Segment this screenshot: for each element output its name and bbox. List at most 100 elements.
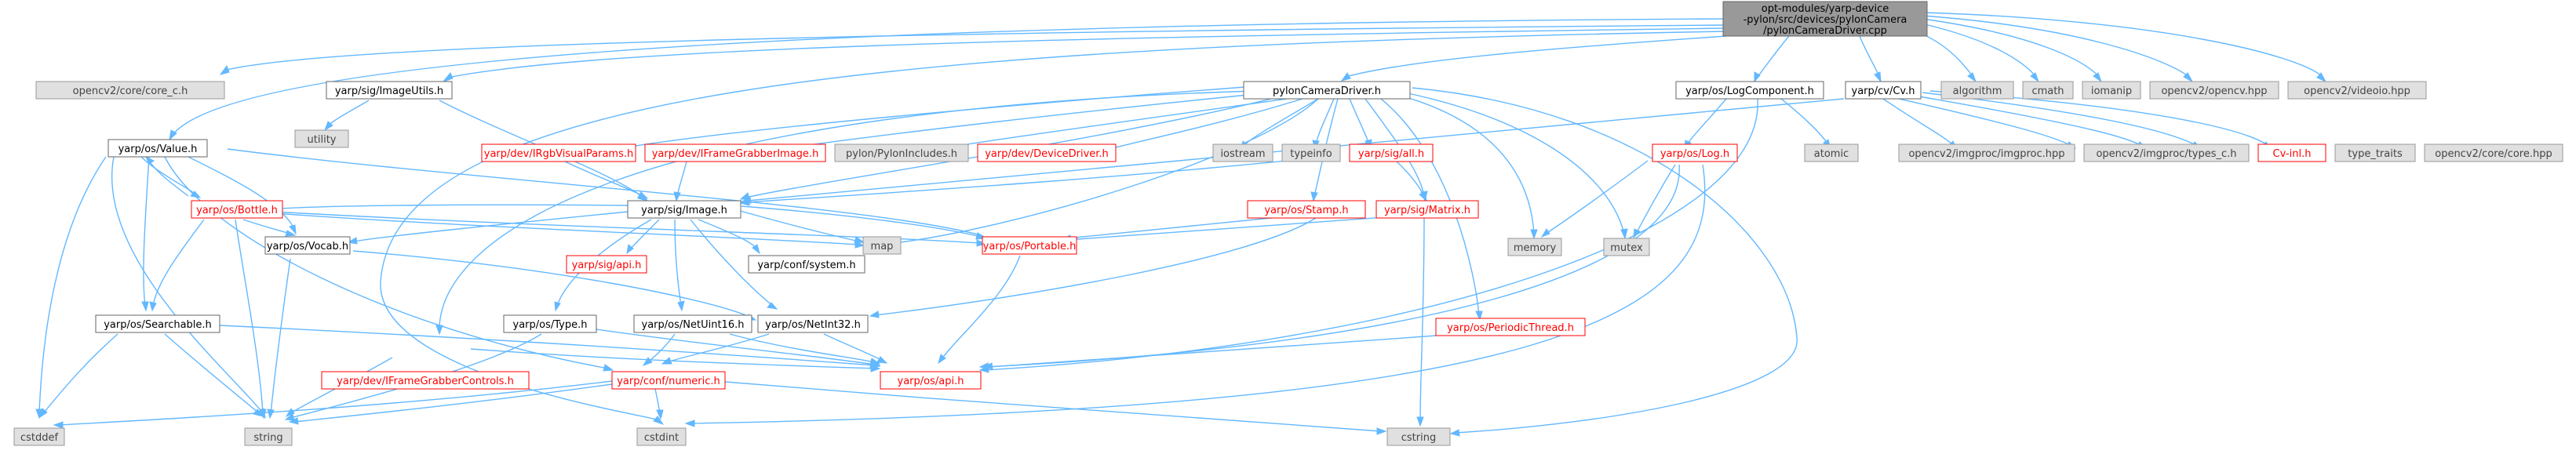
node-pylon-includes: pylon/PylonIncludes.h	[834, 143, 969, 162]
main-file-line-3: /pylonCameraDriver.cpp	[1763, 25, 1887, 37]
node-sig-image-label: yarp/sig/Image.h	[641, 205, 727, 216]
node-core-hpp: opencv2/core/core.hpp	[2424, 143, 2563, 162]
node-types-c: opencv2/imgproc/types_c.h	[2083, 143, 2250, 162]
edge-iframecontrols-osapi	[470, 348, 881, 372]
node-opencv-hpp: opencv2/opencv.hpp	[2149, 81, 2279, 100]
edge-oslog-osapi	[978, 164, 1680, 370]
node-sig-matrix-label: yarp/sig/Matrix.h	[1384, 205, 1470, 216]
node-sig-image[interactable]: yarp/sig/Image.h	[627, 200, 741, 219]
edge-periodic-osapi	[982, 335, 1437, 370]
node-atomic: atomic	[1804, 143, 1859, 162]
edge-oslog-memory	[1540, 160, 1649, 238]
node-net-uint16[interactable]: yarp/os/NetUint16.h	[633, 314, 752, 333]
edge-portable-osapi	[938, 255, 1021, 365]
node-mutex-label: mutex	[1610, 242, 1643, 254]
node-portable-label: yarp/os/Portable.h	[983, 241, 1077, 252]
node-searchable-label: yarp/os/Searchable.h	[104, 319, 212, 331]
edge-main-pylondriver	[1340, 35, 1727, 82]
node-net-int32[interactable]: yarp/os/NetInt32.h	[757, 314, 869, 333]
edge-vocab-string	[267, 258, 291, 419]
node-typeinfo-label: typeinfo	[1290, 148, 1332, 160]
edge-bottle-vocab	[242, 219, 297, 237]
node-searchable[interactable]: yarp/os/Searchable.h	[95, 314, 220, 333]
node-value[interactable]: yarp/os/Value.h	[107, 139, 208, 158]
node-cv-inl[interactable]: Cv-inl.h	[2257, 143, 2326, 162]
node-irgb-visual-params-label: yarp/dev/IRgbVisualParams.h	[484, 148, 633, 160]
edge-oslog-mutex	[1633, 164, 1676, 239]
node-opencv-core-c: opencv2/core/core_c.h	[35, 81, 225, 100]
node-conf-system[interactable]: yarp/conf/system.h	[748, 255, 865, 274]
edge-image-netuint16	[674, 219, 685, 312]
node-conf-numeric[interactable]: yarp/conf/numeric.h	[611, 371, 726, 390]
node-os-type[interactable]: yarp/os/Type.h	[503, 314, 597, 333]
node-imgproc-hpp: opencv2/imgproc/imgproc.hpp	[1898, 143, 2075, 162]
node-periodic-thread[interactable]: yarp/os/PeriodicThread.h	[1435, 318, 1586, 336]
node-cv-h[interactable]: yarp/cv/Cv.h	[1845, 81, 1922, 100]
node-net-int32-label: yarp/os/NetInt32.h	[765, 319, 861, 331]
edge-value-numeric	[164, 156, 614, 372]
node-stamp[interactable]: yarp/os/Stamp.h	[1247, 200, 1366, 219]
edge-bottle-searchable	[149, 219, 205, 312]
node-cmath-label: cmath	[2031, 85, 2064, 97]
node-videoio-hpp: opencv2/videoio.hpp	[2287, 81, 2427, 100]
node-net-uint16-label: yarp/os/NetUint16.h	[642, 319, 745, 331]
node-cstdint: cstdint	[636, 427, 687, 446]
node-device-driver[interactable]: yarp/dev/DeviceDriver.h	[977, 143, 1117, 162]
node-typeinfo: typeinfo	[1281, 143, 1341, 162]
node-value-label: yarp/os/Value.h	[118, 143, 198, 155]
node-videoio-hpp-label: opencv2/videoio.hpp	[2304, 85, 2410, 97]
node-conf-numeric-label: yarp/conf/numeric.h	[617, 376, 720, 387]
node-memory-label: memory	[1514, 242, 1557, 254]
edge-pylon-iostream	[1241, 98, 1319, 151]
edge-main-value	[169, 18, 1727, 141]
node-imageutils[interactable]: yarp/sig/ImageUtils.h	[326, 81, 453, 100]
edge-vocab-netint32	[352, 250, 757, 321]
node-pylon-includes-label: pylon/PylonIncludes.h	[846, 148, 957, 160]
node-string-label: string	[253, 432, 282, 444]
node-cstring: cstring	[1386, 427, 1451, 446]
edge-numeric-cstring	[705, 380, 1387, 435]
node-vocab[interactable]: yarp/os/Vocab.h	[264, 236, 351, 255]
node-bottle[interactable]: yarp/os/Bottle.h	[191, 200, 283, 219]
node-opencv-hpp-label: opencv2/opencv.hpp	[2161, 85, 2267, 97]
node-opencv-core-c-label: opencv2/core/core_c.h	[73, 85, 188, 97]
node-type-traits-label: type_traits	[2348, 148, 2403, 160]
main-file-node[interactable]: opt-modules/yarp-device -pylon/src/devic…	[1722, 1, 1928, 37]
node-sig-all[interactable]: yarp/sig/all.h	[1349, 143, 1434, 162]
edge-oslog-cstdint	[684, 164, 1706, 427]
edge-logcomp-oslog	[1684, 98, 1727, 151]
edge-matrix-portable	[1061, 216, 1397, 244]
node-mutex: mutex	[1603, 238, 1650, 256]
edge-pylon-cstring	[1412, 87, 1798, 437]
edge-searchable-string	[164, 333, 264, 417]
node-device-driver-label: yarp/dev/DeviceDriver.h	[985, 148, 1109, 160]
edge-logcomp-atomic	[1780, 98, 1831, 151]
edge-image-netint32	[690, 219, 778, 310]
node-sig-api[interactable]: yarp/sig/api.h	[566, 255, 647, 274]
node-pylon-camera-driver-h[interactable]: pylonCameraDriver.h	[1243, 81, 1411, 100]
node-iframegrabber-image-label: yarp/dev/IFrameGrabberImage.h	[652, 148, 819, 160]
node-os-type-label: yarp/os/Type.h	[513, 319, 588, 331]
node-iostream-label: iostream	[1220, 148, 1265, 160]
node-type-traits: type_traits	[2334, 143, 2416, 162]
edge-pylon-memory	[1388, 92, 1538, 240]
node-cstddef: cstddef	[13, 427, 65, 446]
node-logcomponent[interactable]: yarp/os/LogComponent.h	[1675, 81, 1824, 100]
node-os-api[interactable]: yarp/os/api.h	[880, 371, 982, 390]
edge-main-iomanip	[1922, 18, 2103, 83]
edge-numeric-cstdint	[654, 388, 664, 420]
edge-irgb-image	[564, 161, 649, 199]
node-memory: memory	[1507, 238, 1562, 256]
node-sig-matrix[interactable]: yarp/sig/Matrix.h	[1375, 200, 1479, 219]
edge-bottle-map	[274, 212, 865, 249]
edge-main-imageutils	[442, 27, 1727, 83]
node-portable[interactable]: yarp/os/Portable.h	[982, 236, 1077, 255]
node-os-log[interactable]: yarp/os/Log.h	[1652, 143, 1738, 162]
edge-bottle-value	[144, 155, 189, 197]
node-iostream: iostream	[1212, 143, 1273, 162]
node-iframegrabber-image[interactable]: yarp/dev/IFrameGrabberImage.h	[644, 143, 826, 162]
node-algorithm: algorithm	[1940, 81, 2014, 100]
node-iframegrabber-controls[interactable]: yarp/dev/IFrameGrabberControls.h	[321, 371, 530, 390]
node-irgb-visual-params[interactable]: yarp/dev/IRgbVisualParams.h	[481, 143, 636, 162]
